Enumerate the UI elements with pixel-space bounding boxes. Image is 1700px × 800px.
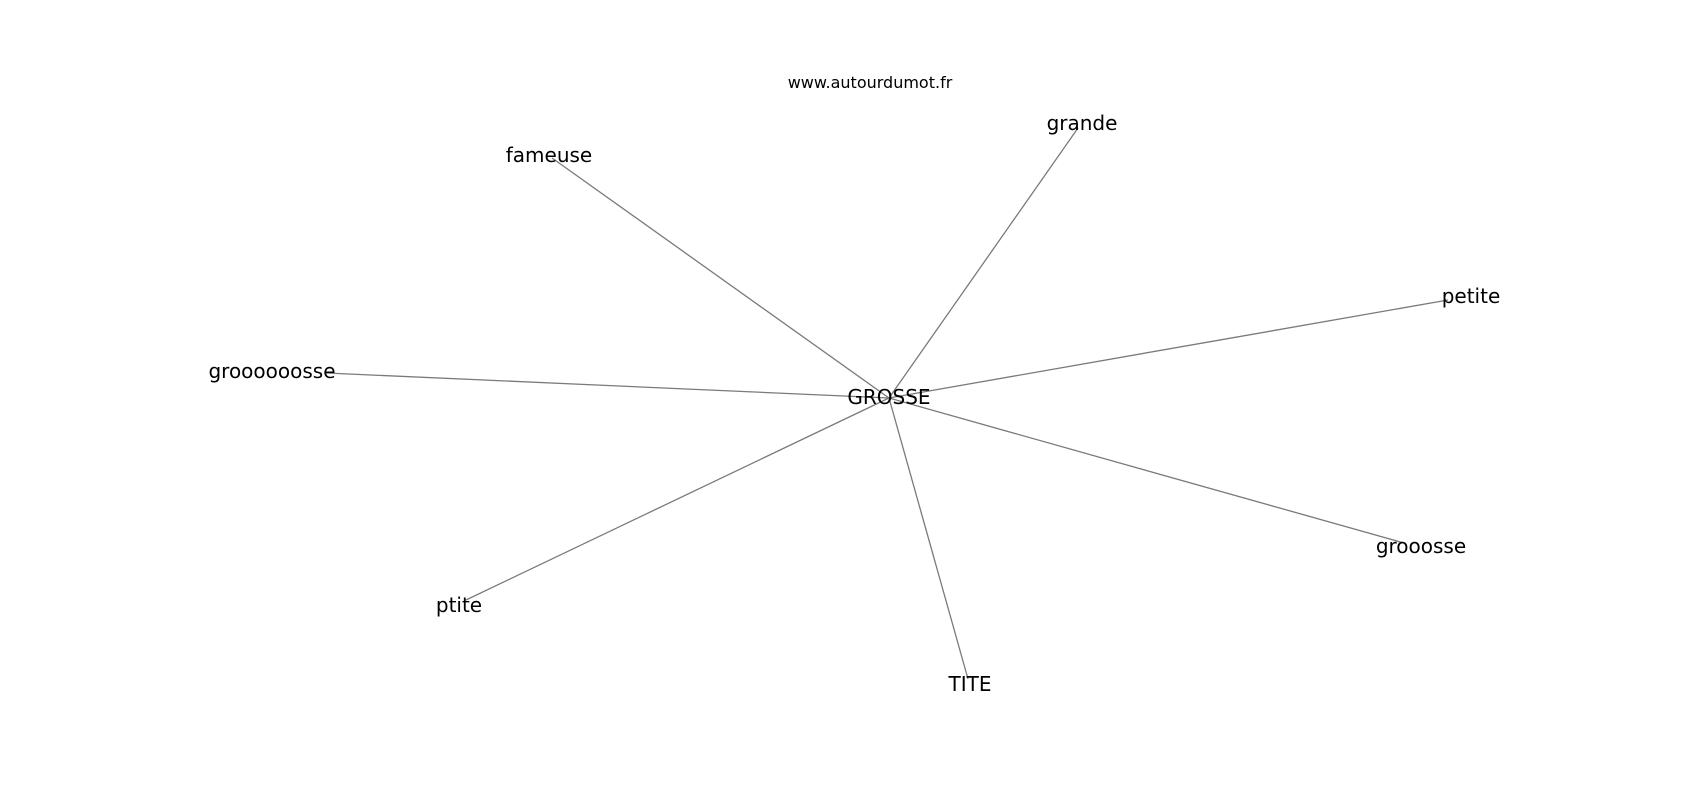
node-label-grooosse: grooosse <box>1376 534 1466 558</box>
edge-tite <box>888 397 969 680</box>
edge-grooosse <box>888 397 1405 544</box>
node-label-tite: TITE <box>948 672 992 696</box>
edge-ptite <box>465 397 890 601</box>
edge-groooooosse <box>325 372 890 399</box>
node-label-petite: petite <box>1442 284 1501 308</box>
edge-fameuse <box>551 157 890 399</box>
edge-petite <box>888 299 1449 399</box>
nodes-layer: GROSSE grande fameuse petite groooooosse… <box>208 111 1500 696</box>
node-label-ptite: ptite <box>436 593 482 617</box>
edges-layer <box>325 127 1449 680</box>
node-label-fameuse: fameuse <box>506 143 592 167</box>
node-label-groooooosse: groooooosse <box>208 359 335 383</box>
site-watermark: www.autourdumot.fr <box>788 73 953 92</box>
node-label-grande: grande <box>1047 111 1118 135</box>
edge-grande <box>888 127 1079 399</box>
node-center-label: GROSSE <box>847 385 930 409</box>
